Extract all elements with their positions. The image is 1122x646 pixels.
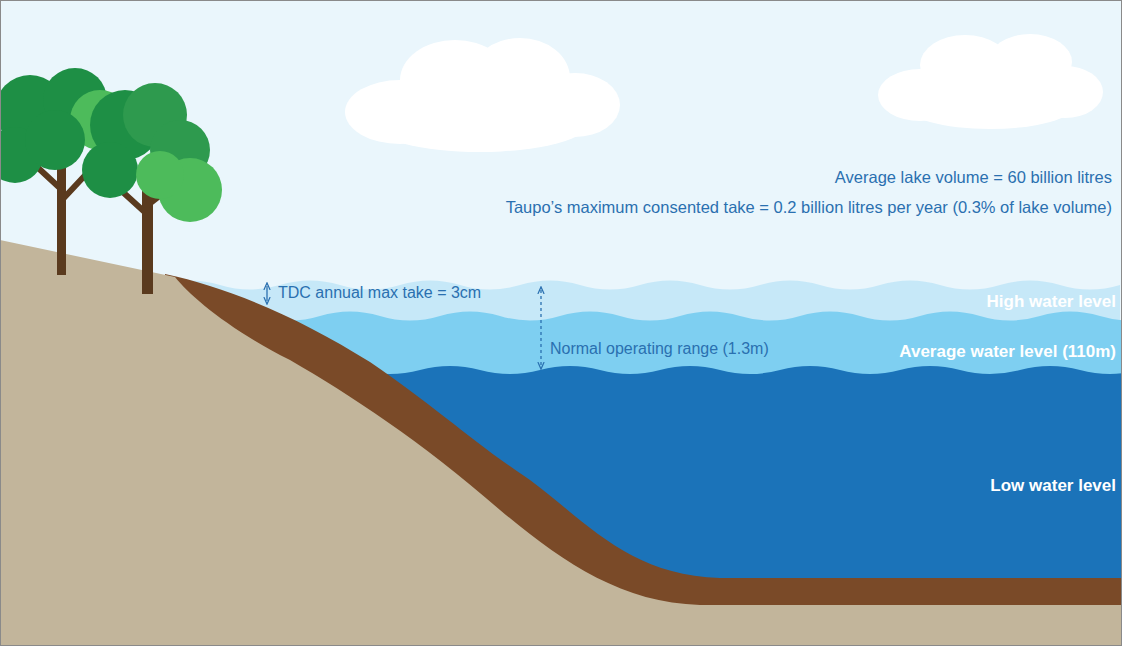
cloud-puff <box>370 92 590 152</box>
range-arrow <box>540 290 541 366</box>
tree-foliage <box>136 151 184 199</box>
take-arrow <box>266 286 267 301</box>
tree <box>82 83 222 294</box>
ground <box>0 240 1122 646</box>
consent-note: Taupo’s maximum consented take = 0.2 bil… <box>506 198 1112 218</box>
tree-foliage <box>82 142 138 198</box>
volume-note: Average lake volume = 60 billion litres <box>835 168 1112 188</box>
tree-foliage <box>25 110 85 170</box>
level-label: Average water level (110m) <box>899 342 1116 362</box>
cloud <box>878 34 1103 129</box>
tree-branch <box>35 165 90 200</box>
range-dimension: Normal operating range (1.3m) <box>550 339 769 358</box>
cloud-puff <box>905 81 1075 129</box>
cloud <box>345 38 620 152</box>
level-label: Low water level <box>990 476 1116 496</box>
level-label: High water level <box>987 292 1116 312</box>
take-dimension: TDC annual max take = 3cm <box>278 283 481 302</box>
